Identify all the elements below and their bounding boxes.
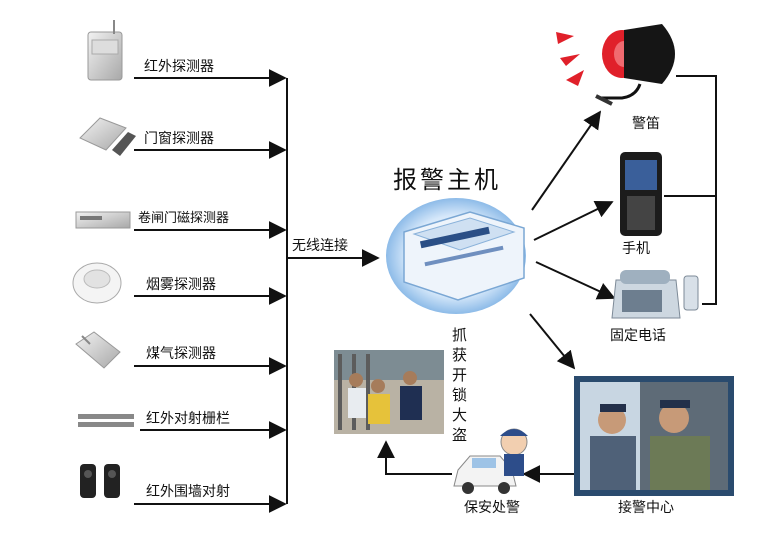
arrest-char-4: 锁 (452, 386, 467, 404)
arrow-to-mobile (533, 201, 614, 241)
landline-phone-icon (611, 270, 699, 319)
shutter-magnetic-sensor-icon (75, 211, 131, 229)
detector-label-fence: 红外对射栅栏 (146, 411, 230, 427)
siren-label: 警笛 (632, 116, 660, 132)
landline-label: 固定电话 (610, 328, 666, 344)
arrest-char-2: 获 (452, 346, 467, 364)
arrest-char-1: 抓 (452, 326, 467, 344)
infrared-fence-icon (78, 414, 134, 427)
detector-label-gas: 煤气探测器 (146, 346, 216, 362)
arrest-char-3: 开 (452, 366, 467, 384)
detector-label-door-window: 门窗探测器 (144, 130, 214, 147)
alarm-host-icon (386, 198, 526, 314)
arrow-to-center (529, 313, 576, 370)
host-title: 报警主机 (393, 166, 501, 194)
siren-icon (556, 24, 675, 106)
detector-label-smoke: 烟雾探测器 (146, 277, 216, 293)
wireless-label: 无线连接 (292, 237, 348, 254)
alarm-center-photo (574, 376, 734, 496)
detector-label-pir: 红外探测器 (144, 59, 214, 75)
detector-label-shutter: 卷闸门磁探测器 (138, 210, 229, 226)
pir-detector-icon (87, 20, 123, 81)
arrest-char-5: 大 (452, 406, 467, 424)
center-label: 接警中心 (618, 499, 674, 516)
bracket-line (676, 75, 717, 305)
detector-label-beam: 红外围墙对射 (146, 484, 230, 500)
infrared-beam-icon (80, 464, 120, 498)
arrow-to-siren (531, 110, 602, 211)
door-window-sensor-icon (79, 117, 136, 156)
arrow-to-arrest (377, 440, 452, 475)
arrest-char-6: 盗 (452, 426, 467, 444)
smoke-detector-icon (72, 262, 122, 304)
police-car-icon (453, 428, 528, 494)
arrow-to-landline (535, 261, 616, 300)
gas-detector-icon (75, 331, 121, 369)
arrest-photo (334, 350, 444, 434)
mobile-phone-icon (620, 152, 662, 236)
guard-label: 保安处警 (464, 500, 520, 516)
mobile-label: 手机 (622, 241, 650, 257)
